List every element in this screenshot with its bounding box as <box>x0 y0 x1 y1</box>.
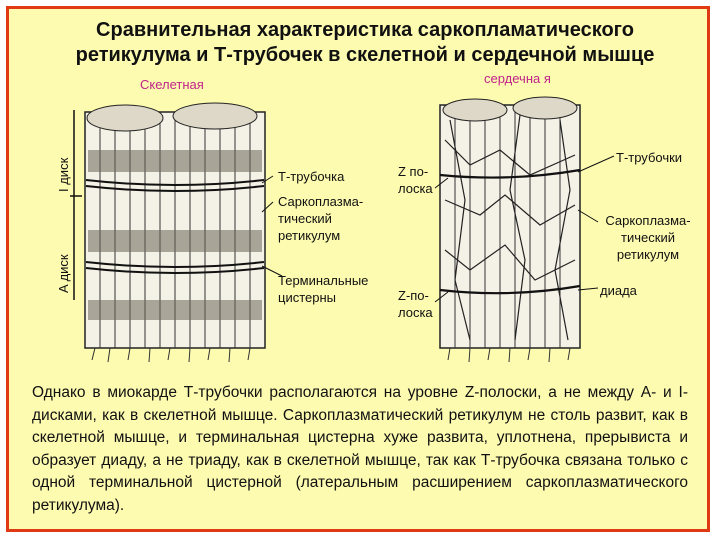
cardiac-muscle-drawing <box>439 96 581 363</box>
skeletal-label: Скелетная <box>140 77 204 92</box>
skeletal-muscle-drawing <box>84 102 266 363</box>
t-tubules-label: Т-трубочки <box>616 150 683 165</box>
a-disc-label: A диск <box>56 254 71 293</box>
z-line-top-label: Z по- лоска <box>398 164 433 196</box>
description-text: Однако в миокарде Т-трубочки располагают… <box>32 384 688 514</box>
leader-lines <box>261 155 615 303</box>
slide-title: Сравнительная характеристика саркопламат… <box>75 19 655 66</box>
sr-right-label: Саркоплазма- тический ретикулум <box>605 213 691 262</box>
dyad-label: диада <box>600 283 637 298</box>
i-disc-label: I диск <box>56 157 71 192</box>
z-line-bottom-label: Z-по- лоска <box>398 288 433 320</box>
sr-left-label: Саркоплазма- тический ретикулум <box>278 194 364 243</box>
terminal-cisterns-label: Терминальные цистерны <box>278 273 369 305</box>
t-tubule-label: Т-трубочка <box>278 169 345 184</box>
cardiac-label: сердечна я <box>484 71 551 86</box>
